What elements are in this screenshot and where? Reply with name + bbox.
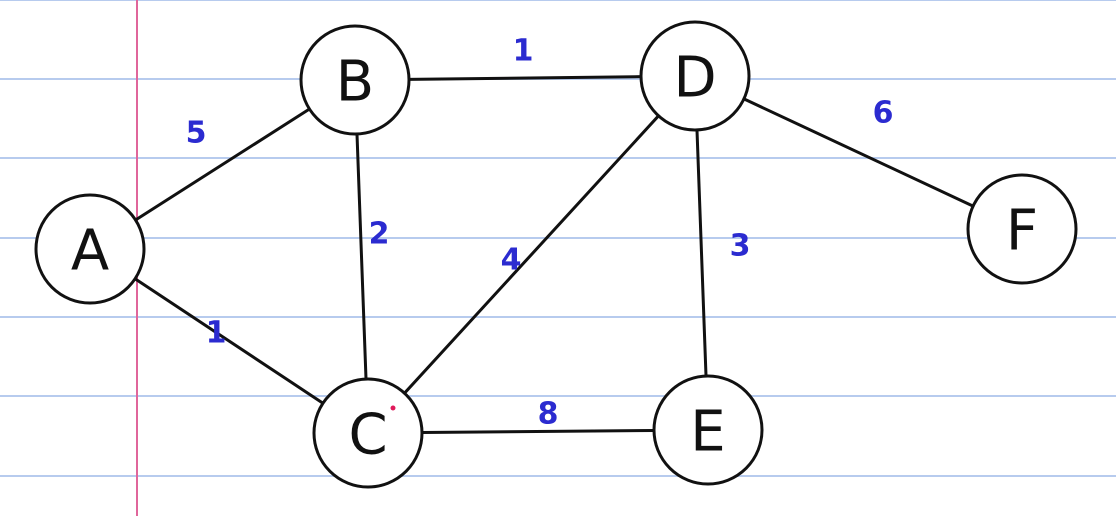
node-d: D — [639, 20, 751, 132]
node-label: B — [336, 50, 374, 115]
node-circle — [312, 377, 424, 489]
edge-weights: 5 1 1 2 4 3 6 8 — [186, 34, 894, 432]
edge-weight-d-f: 6 — [873, 96, 894, 131]
node-circle — [652, 374, 764, 486]
node-circle — [639, 20, 751, 132]
node-b: B — [299, 24, 411, 136]
node-label: C — [348, 403, 387, 468]
edge-weight-c-e: 8 — [538, 397, 559, 432]
node-label: F — [1006, 199, 1038, 264]
edge-a-b — [134, 107, 311, 222]
node-label: D — [673, 46, 716, 111]
edges — [133, 75, 975, 435]
edge-c-e — [420, 428, 656, 435]
node-a: A — [34, 193, 146, 305]
node-circle — [299, 24, 411, 136]
edge-weight-a-b: 5 — [186, 116, 207, 151]
edge-d-f — [742, 97, 975, 208]
edge-d-e — [695, 128, 708, 378]
nodes: A B C D E F — [34, 20, 1078, 489]
edge-weight-d-e: 3 — [730, 229, 751, 264]
edge-b-d — [407, 75, 643, 81]
node-label: E — [690, 400, 725, 465]
edge-weight-b-d: 1 — [513, 34, 534, 69]
node-c: C — [312, 377, 424, 489]
edge-weight-b-c: 2 — [369, 217, 390, 252]
edge-a-c — [133, 277, 325, 405]
edge-c-d — [402, 114, 661, 395]
node-e: E — [652, 374, 764, 486]
edge-b-c — [355, 132, 368, 381]
ruled-lines — [0, 0, 1116, 477]
node-circle — [34, 193, 146, 305]
node-label: A — [71, 219, 109, 284]
edge-weight-a-c: 1 — [206, 316, 227, 351]
edge-weight-c-d: 4 — [501, 243, 522, 278]
node-circle — [966, 173, 1078, 285]
node-f: F — [966, 173, 1078, 285]
stray-dot — [390, 405, 396, 411]
